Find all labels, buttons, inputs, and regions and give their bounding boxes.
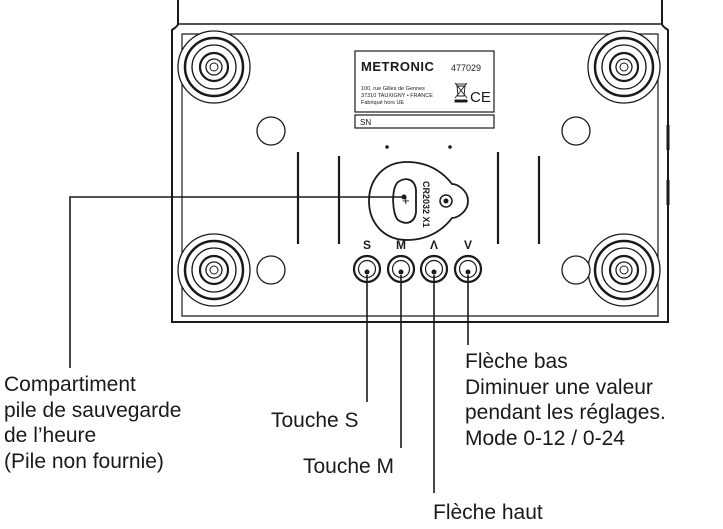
leader-dot-touche-s: [364, 269, 370, 275]
indicator-dot-right: [448, 145, 452, 149]
address-line-1: 100, rue Gilles de Gennes: [361, 86, 425, 92]
corner-foot-top-left: [176, 29, 252, 105]
leader-dot-fleche-haut: [431, 269, 437, 275]
screw-hole-left-lower: [256, 255, 286, 285]
label-plate: METRONIC 477029 100, rue Gilles de Genne…: [354, 50, 495, 113]
serial-number-box: SN: [354, 114, 495, 129]
callout-fleche-bas-line-1: Flèche bas: [465, 350, 568, 373]
indicator-dot-left: [385, 145, 389, 149]
leader-dot-fleche-bas: [465, 269, 471, 275]
battery-polarity: +: [402, 193, 410, 208]
battery-compartment: + CR2032 X1: [368, 161, 469, 241]
callout-fleche-bas: Flèche bas Diminuer une valeur pendant l…: [465, 349, 666, 451]
screw-hole-left-upper: [256, 116, 286, 146]
model-number: 477029: [451, 63, 481, 73]
callout-battery-line-2: pile de sauvegarde: [4, 398, 182, 422]
button-down-letter: V: [464, 238, 472, 252]
battery-screw-icon: [439, 194, 453, 208]
button-down[interactable]: [453, 254, 483, 284]
device-body: [171, 0, 670, 323]
corner-foot-bottom-left: [176, 232, 252, 308]
callout-touche-s: Touche S: [271, 409, 359, 432]
screw-hole-right-lower: [561, 255, 591, 285]
callout-battery-line-3: de l’heure: [4, 424, 97, 447]
callout-fleche-bas-line-3: pendant les réglages.: [465, 401, 666, 424]
callout-touche-m: Touche M: [303, 455, 395, 478]
corner-foot-top-right: [586, 29, 662, 105]
corner-foot-bottom-right: [586, 232, 662, 308]
button-up-letter: Λ: [430, 238, 438, 252]
callout-fleche-bas-line-4: Mode 0-12 / 0-24: [465, 426, 625, 450]
leader-dot-touche-m: [398, 269, 404, 275]
address-line-3: Fabriqué hors UE: [361, 100, 404, 106]
serial-label: SN: [360, 118, 371, 127]
address-line-2: 37310 TAUXIGNY • FRANCE: [361, 93, 433, 99]
callout-fleche-haut: Flèche haut: [433, 501, 543, 524]
brand-name: METRONIC: [361, 59, 434, 74]
leader-dot-battery: [401, 194, 407, 200]
screw-hole-right-upper: [561, 116, 591, 146]
callout-battery-line-4: (Pile non fournie): [4, 449, 164, 473]
button-s-letter: S: [363, 238, 371, 252]
crossed-bin-icon: [454, 82, 468, 103]
button-letters: S M Λ V: [363, 238, 472, 252]
callout-fleche-bas-line-2: Diminuer une valeur: [465, 375, 653, 399]
button-m-letter: M: [396, 238, 406, 252]
callout-battery-line-1: Compartiment: [4, 373, 136, 396]
ce-mark: CE: [470, 89, 491, 106]
battery-type-label: CR2032 X1: [421, 181, 431, 228]
button-up[interactable]: [419, 254, 449, 284]
leader-line-battery: [69, 196, 404, 368]
callout-battery: Compartiment pile de sauvegarde de l’heu…: [4, 372, 181, 474]
